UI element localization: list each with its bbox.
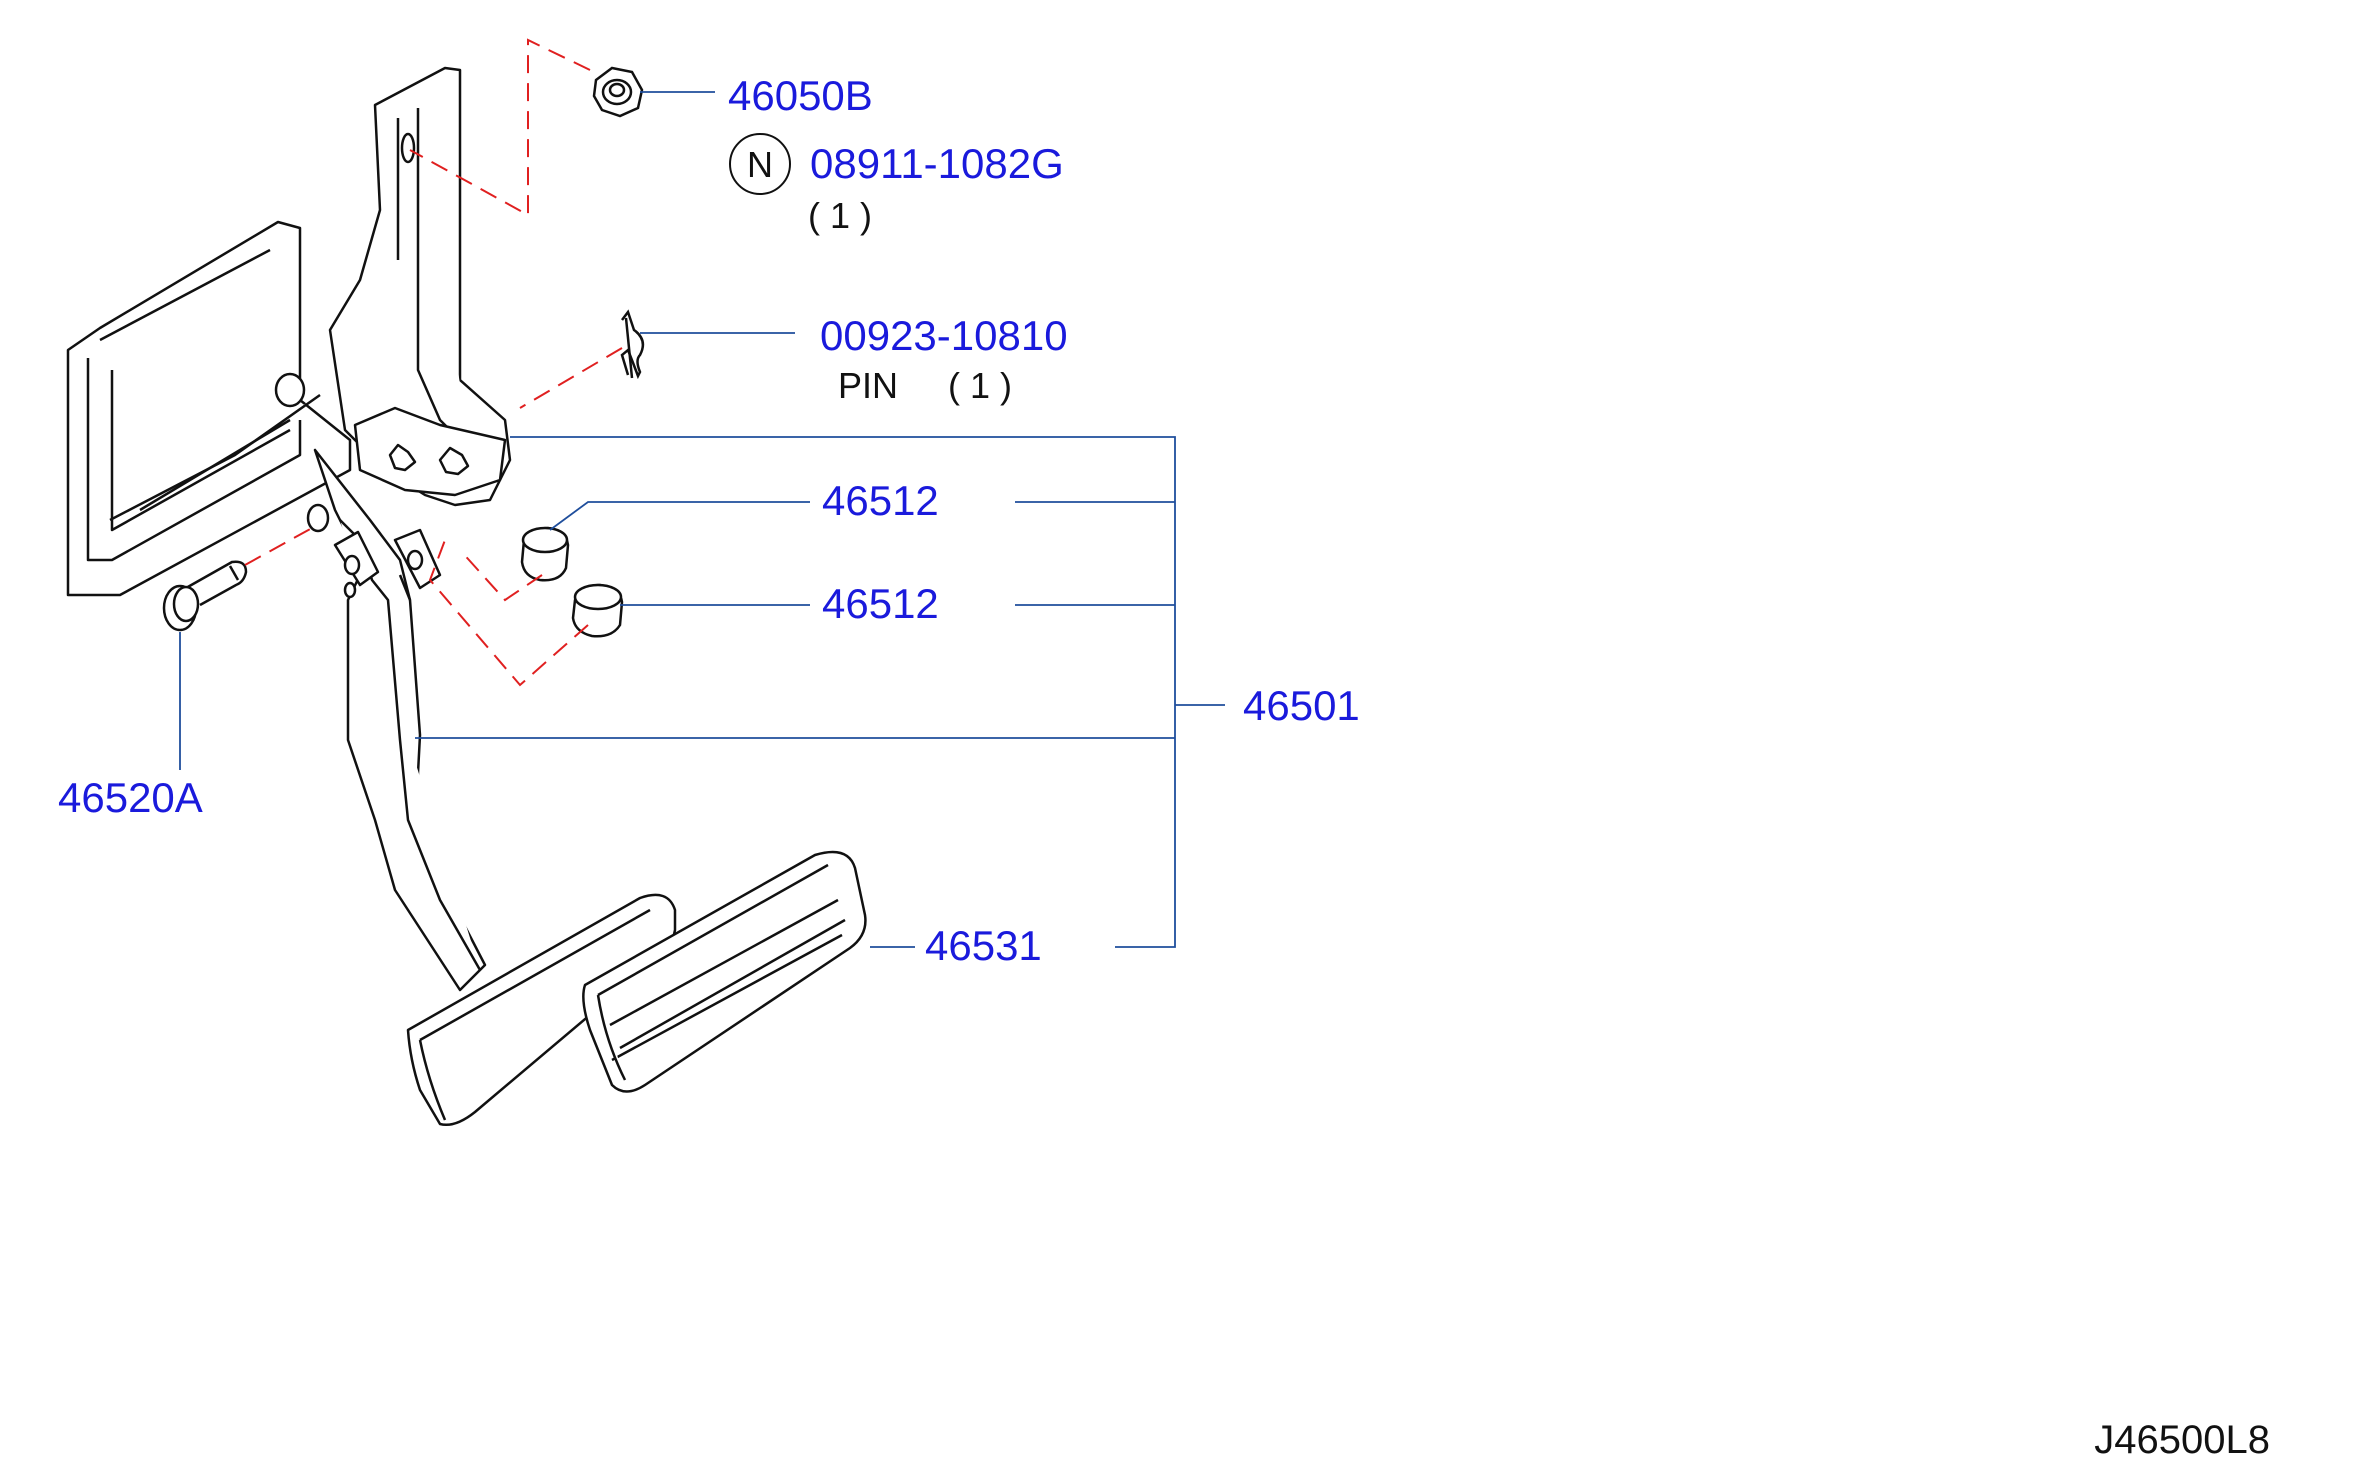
label-pin-qty: ( 1 ) bbox=[948, 365, 1012, 406]
label-pad-part[interactable]: 46531 bbox=[925, 922, 1042, 969]
label-pin-desc: PIN bbox=[838, 365, 898, 406]
label-nut-code[interactable]: 08911-1082G bbox=[810, 140, 1064, 187]
label-stopper-upper[interactable]: 46512 bbox=[822, 477, 939, 524]
pedal-pad-left bbox=[406, 893, 677, 1126]
n-code-circle bbox=[729, 133, 791, 195]
pin-hardware bbox=[620, 309, 645, 380]
label-bolt-part[interactable]: 46520A bbox=[58, 774, 203, 821]
stopper-hardware bbox=[520, 526, 624, 638]
pedal-bracket-drawing bbox=[66, 66, 512, 992]
label-pedal-assembly[interactable]: 46501 bbox=[1243, 682, 1360, 729]
pedal-pad-right bbox=[582, 850, 867, 1093]
diagram-id: J46500L8 bbox=[2094, 1418, 2270, 1462]
label-nut-qty: ( 1 ) bbox=[808, 195, 872, 236]
leader-lines bbox=[179, 91, 1225, 948]
label-nut-part[interactable]: 46050B bbox=[728, 72, 873, 119]
assembly-dashed-lines bbox=[244, 38, 623, 687]
nut-hardware bbox=[592, 66, 644, 118]
bolt-hardware bbox=[162, 560, 248, 632]
label-pin-part[interactable]: 00923-10810 bbox=[820, 312, 1068, 359]
label-stopper-lower[interactable]: 46512 bbox=[822, 580, 939, 627]
part-labels: 46050B N 08911-1082G ( 1 ) 00923-10810 P… bbox=[58, 72, 2270, 1462]
n-code-letter: N bbox=[747, 144, 773, 185]
